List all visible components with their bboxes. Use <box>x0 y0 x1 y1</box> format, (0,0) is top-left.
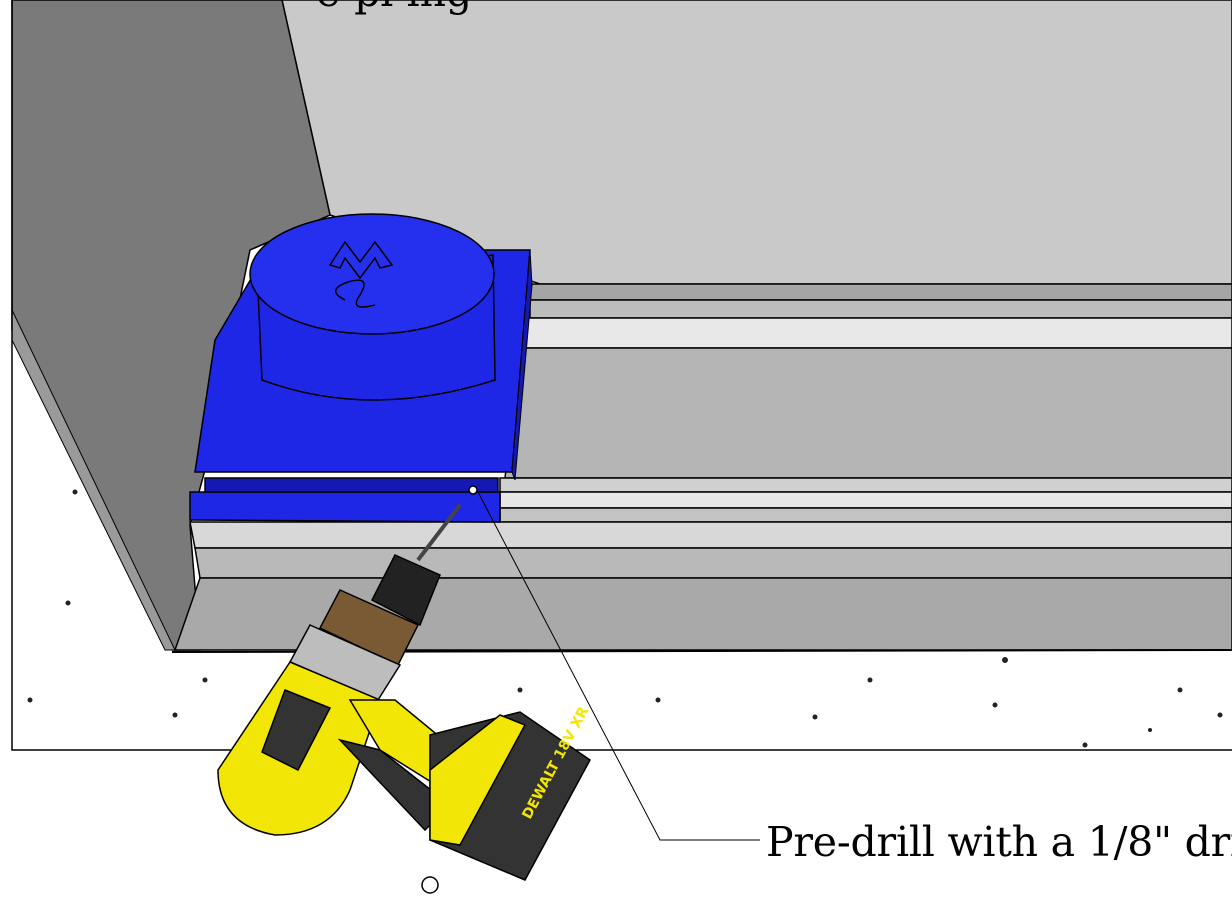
drill-body-panel <box>261 689 332 772</box>
rail-mid <box>504 347 1232 479</box>
callout-leader <box>477 491 760 841</box>
threshold-top <box>189 521 1232 549</box>
puck-top <box>249 213 495 335</box>
threshold-step <box>194 547 1232 579</box>
drill-bit <box>416 503 462 562</box>
ms-logo <box>328 240 394 308</box>
rail-lower-3 <box>499 507 1232 523</box>
mount-base-gap <box>204 477 499 493</box>
threshold-face <box>173 577 1232 651</box>
rail-lower-1 <box>499 477 1232 493</box>
rail-top-2 <box>529 299 1232 319</box>
callout-label: Pre-drill with a 1/8" drill <box>766 818 1232 866</box>
cordless-drill: DEWALT 18V XR <box>217 503 592 894</box>
drill-battery-top <box>429 714 527 846</box>
drill-battery-clip <box>421 876 439 894</box>
rail-top-1 <box>529 283 1232 301</box>
rail-top-3 <box>519 317 1232 349</box>
mount-base-bottom <box>189 491 501 523</box>
pilot-hole <box>468 485 478 495</box>
top-caption: e-pl ing <box>316 0 472 16</box>
mount-plate-side <box>511 249 533 481</box>
drill-chuck <box>370 554 441 627</box>
view-frame <box>11 0 1232 751</box>
rail-lower-2 <box>499 491 1232 509</box>
